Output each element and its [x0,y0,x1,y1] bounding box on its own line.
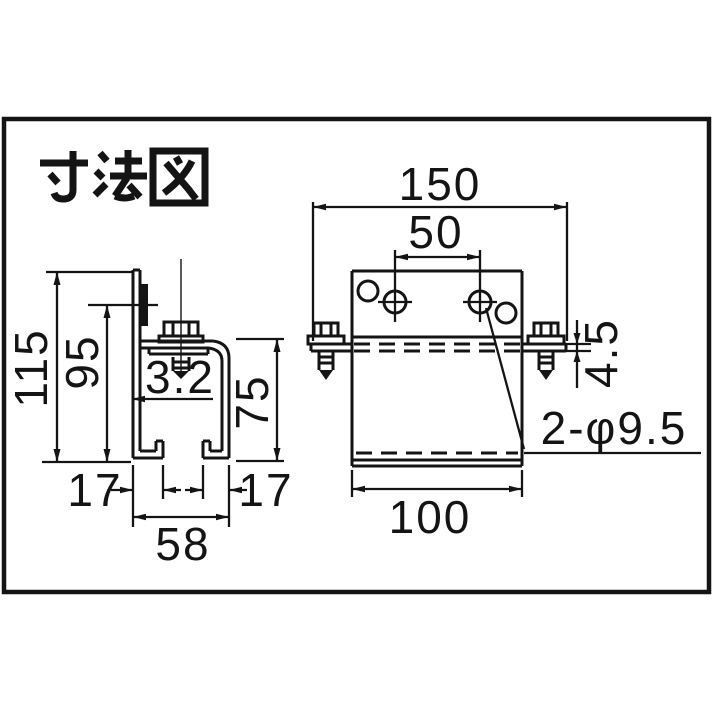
front-right-bolt-tip [539,370,553,380]
dim-hole-pitch-label: 50 [408,206,463,258]
front-plate-outline [350,269,524,468]
dim-lip-left-label: 17 [67,464,122,516]
side-bolt-washer [157,334,205,344]
side-bolt-head-facets [171,322,191,336]
front-right-bolt [526,321,566,380]
dim-rail-height-label: 75 [226,374,278,429]
front-left-bolt-washer [306,334,346,346]
front-view: 150 50 4.5 2-φ9.5 100 [306,158,701,543]
diagram-title-text: 寸法図 [33,146,207,211]
side-view: 115 95 3.2 75 17 17 58 [5,259,293,570]
dim-total-height-label: 115 [5,328,57,407]
side-bolt [157,259,205,379]
front-left-bolt [306,321,346,380]
front-left-bolt-thread [317,351,335,370]
front-plain-hole-left [356,279,380,303]
front-left-bolt-tip [319,370,333,380]
front-right-bolt-washer [526,334,566,346]
dim-plate-thickness-label: 4.5 [575,318,627,388]
title-kanji-zu [149,147,209,207]
front-plain-hole-right [494,301,518,325]
dim-rail-width-label: 58 [155,518,210,570]
dim-bottom-width-label: 100 [389,491,472,543]
dim-wall-thickness-label: 3.2 [145,351,215,403]
side-rail-profile [131,268,231,460]
front-right-bolt-thread [537,351,555,370]
side-bolt-thread [171,357,191,371]
dim-hole-height-label: 95 [56,334,108,389]
front-right-bolt-facets [539,323,553,336]
title-kanji-hou [92,150,147,202]
diagram-title: 寸法図 [33,146,209,211]
dim-hole-note-label: 2-φ9.5 [541,402,688,454]
title-kanji-sun [40,151,88,203]
side-bolt-tip [173,371,189,379]
dim-lip-right-label: 17 [238,464,293,516]
dim-total-width-label: 150 [399,158,482,210]
hidden-edge-dashed-lines [354,342,520,455]
front-left-bolt-facets [319,323,333,336]
